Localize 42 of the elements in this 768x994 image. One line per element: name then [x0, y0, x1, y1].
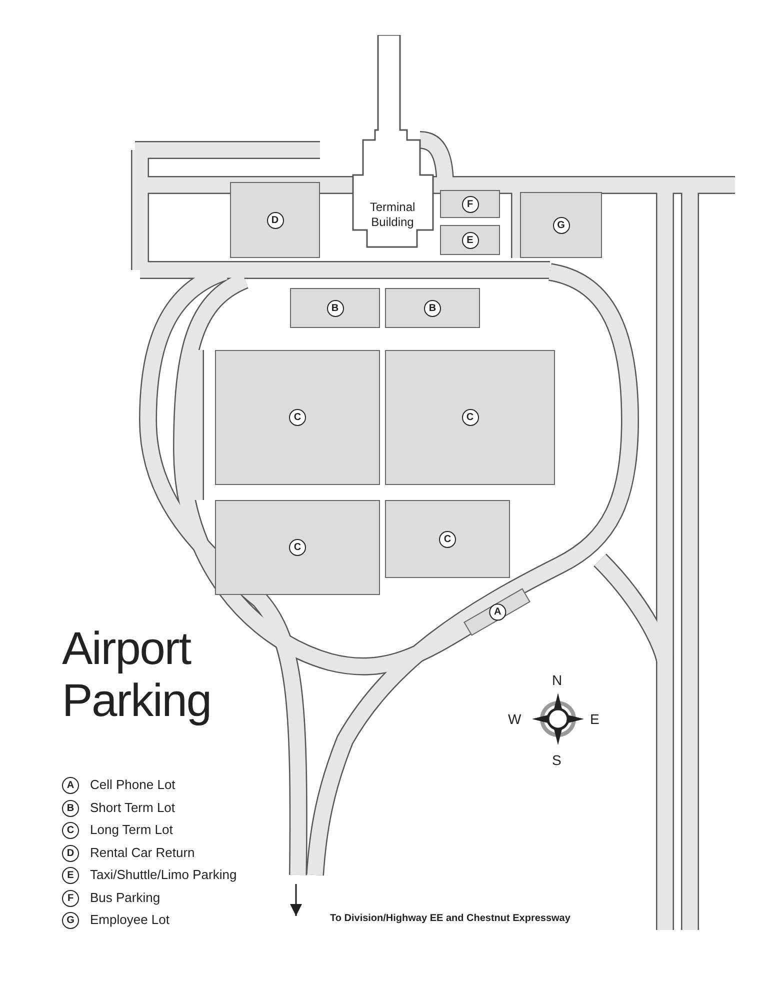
legend-text: Employee Lot [90, 912, 170, 927]
legend-text: Short Term Lot [90, 800, 176, 814]
parking-lot [215, 500, 380, 595]
building-label: Terminal Building [368, 200, 416, 230]
compass-letter: S [552, 752, 562, 768]
legend-text: Rental Car Return [90, 844, 195, 860]
legend-key: D [62, 844, 79, 862]
legend-text: Bus Parking [90, 890, 160, 904]
compass-letter: N [552, 672, 562, 688]
parking-lot [290, 288, 380, 328]
legend-key: G [62, 912, 79, 929]
lot-marker: D [266, 212, 284, 228]
lot-marker: F [462, 196, 478, 212]
parking-lot [440, 190, 500, 218]
lot-marker: C [439, 530, 456, 548]
parking-lot [520, 192, 602, 258]
legend-key: F [62, 890, 79, 906]
lot-marker: C [289, 409, 306, 426]
destination-note: To Division/Highway EE and Chestnut Expressway [330, 913, 570, 924]
legend-text: Taxi/Shuttle/Limo Parking [90, 867, 237, 882]
compass-letter: W [508, 711, 522, 727]
legend-key: C [62, 822, 79, 839]
parking-lot [215, 350, 380, 485]
parking-lot [440, 225, 500, 255]
legend-key: E [62, 867, 79, 884]
lot-marker: E [462, 232, 478, 248]
lot-marker: A [488, 604, 506, 620]
parking-lot [385, 500, 510, 578]
legend-text: Long Term Lot [90, 822, 173, 837]
title: Airport Parking [62, 622, 212, 726]
legend-key: A [62, 777, 79, 794]
parking-lot [385, 288, 480, 328]
lot-marker: G [552, 216, 570, 234]
lot-marker: B [424, 300, 441, 316]
legend-text: Cell Phone Lot [90, 777, 176, 792]
lot-marker: B [326, 300, 344, 316]
lot-marker: C [289, 539, 306, 556]
compass-letter: E [590, 711, 600, 727]
parking-lot [230, 182, 320, 258]
parking-lot [385, 350, 555, 485]
legend-key: B [62, 800, 79, 816]
lot-marker: C [462, 409, 478, 426]
